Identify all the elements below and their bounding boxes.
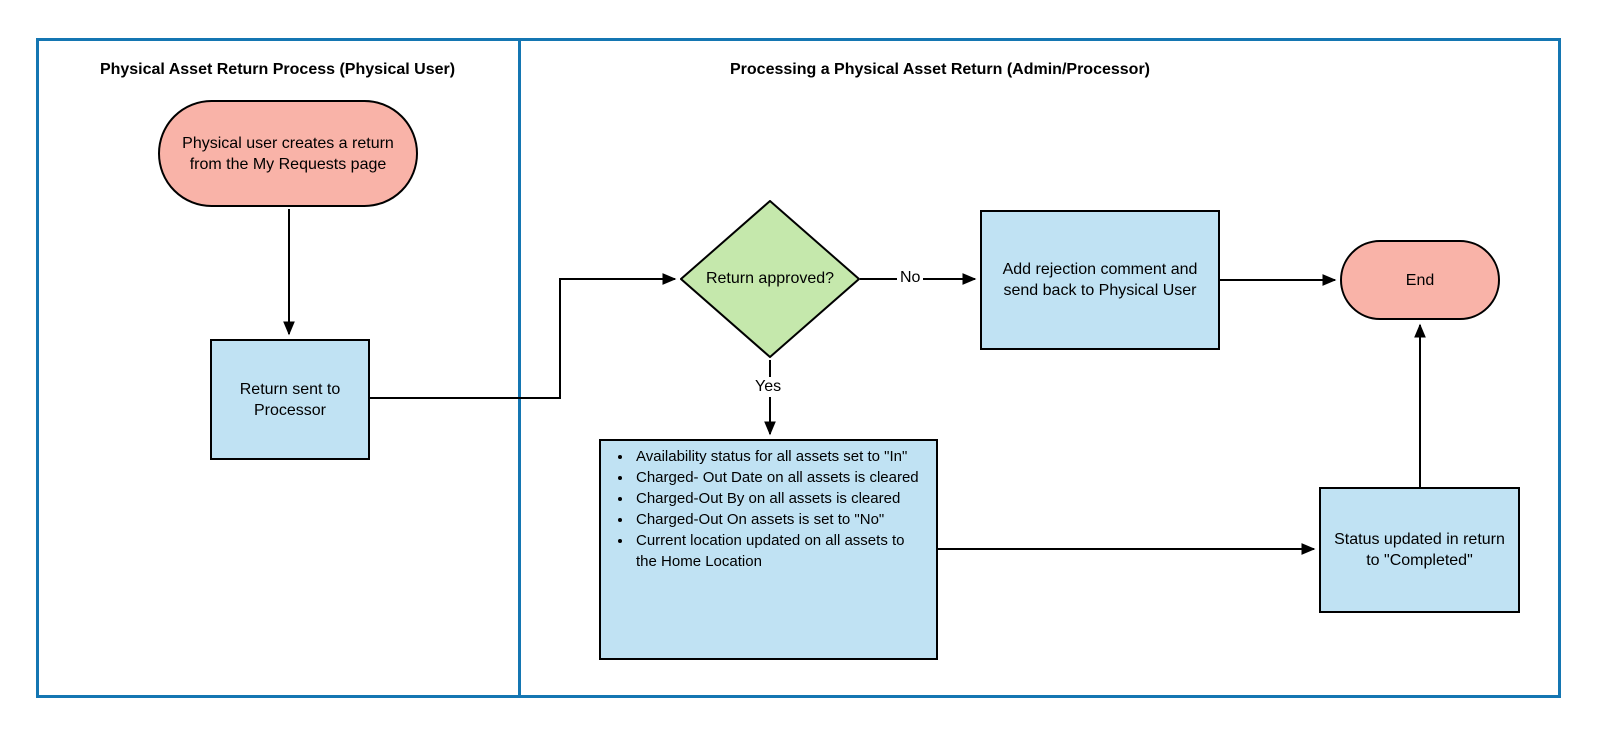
asset-update-item: Availability status for all assets set t… [633,446,928,467]
asset-update-item: Charged- Out Date on all assets is clear… [633,467,928,488]
lane-title-admin-processor: Processing a Physical Asset Return (Admi… [730,61,1150,78]
return-sent-process: Return sent to Processor [210,339,370,460]
asset-update-item: Charged-Out By on all assets is cleared [633,488,928,509]
return-sent-label: Return sent to Processor [239,380,341,419]
return-approved-decision: Return approved? [680,200,860,358]
rejection-label: Add rejection comment and send back to P… [1002,261,1198,299]
decision-diamond-shape [680,200,860,358]
start-terminator-label: Physical user creates a return from the … [182,134,394,173]
lane-title-physical-user: Physical Asset Return Process (Physical … [99,61,456,78]
end-terminator-label: End [1405,271,1435,289]
swimlane-divider [518,38,521,698]
rejection-process: Add rejection comment and send back to P… [980,210,1220,350]
decision-label: Return approved? [705,270,835,287]
status-updated-label: Status updated in return to "Completed" [1334,531,1505,569]
start-terminator: Physical user creates a return from the … [158,100,418,207]
asset-updates-list: Availability status for all assets set t… [603,446,928,572]
asset-update-item: Current location updated on all assets t… [633,530,928,572]
end-terminator: End [1340,240,1500,320]
swimlane-frame [36,38,1561,698]
edge-label-yes: Yes [752,377,785,397]
asset-update-item: Charged-Out On assets is set to "No" [633,509,928,530]
status-updated-process: Status updated in return to "Completed" [1319,487,1520,613]
asset-updates-process: Availability status for all assets set t… [599,439,938,660]
edge-label-no: No [897,268,924,288]
